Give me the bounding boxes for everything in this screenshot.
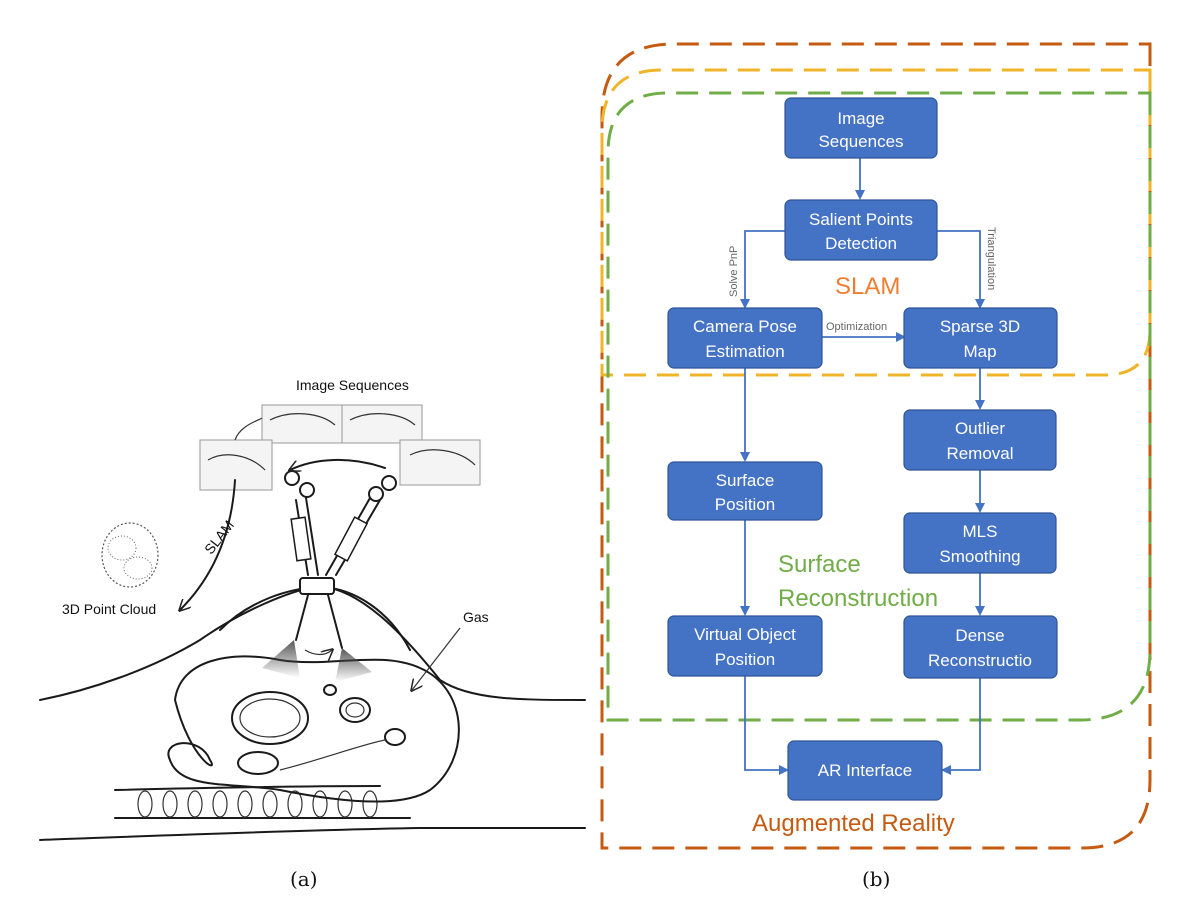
node-salient-points-line1: Salient Points [809,210,913,229]
edge-salient-to-camera [740,230,785,309]
laparoscopic-instruments [284,470,397,649]
label-image-sequences: Image Sequences [296,377,409,393]
node-image-sequences-line2: Sequences [818,132,903,151]
node-sparse-map-line1: Sparse 3D [940,317,1020,336]
region-label-augmented-reality: Augmented Reality [752,810,955,837]
node-sparse-map-line2: Map [963,342,996,361]
region-surface-outline [606,91,1152,722]
abdominal-cavity [167,655,460,803]
node-salient-points: Salient Points Detection [784,199,938,261]
region-slam-outline [600,68,1152,377]
label-gas: Gas [463,609,489,625]
image-sequence-thumbnails [199,404,481,491]
node-virtual-object-line1: Virtual Object [694,625,796,644]
organ-vessel [339,697,371,723]
node-virtual-object-line2: Position [715,650,775,669]
node-outlier-removal-line2: Removal [946,444,1013,463]
node-surface-position-line2: Position [715,495,775,514]
vertebrae [137,790,378,818]
node-surface-position: Surface Position [667,461,823,521]
sequence-arrow [290,459,386,470]
panel-a-illustration: Image Sequences SLAM 3D Point Cloud Gas … [39,377,586,891]
point-cloud-graphic [101,522,159,588]
node-mls-smoothing-line2: Smoothing [939,547,1020,566]
node-salient-points-line2: Detection [825,234,897,253]
node-mls-smoothing: MLS Smoothing [903,512,1057,574]
node-surface-position-line1: Surface [716,471,775,490]
light-cone-left [262,640,300,678]
edge-label-triangulation: Triangulation [985,227,997,290]
node-ar-interface: AR Interface [787,740,943,801]
panel-b-flowchart: Solve PnP Triangulation Optimization Ima… [600,42,1152,891]
node-outlier-removal: Outlier Removal [903,409,1057,471]
light-cone-right [335,648,372,682]
caption-a: (a) [290,867,318,891]
organ-kidney [384,728,406,746]
edge-dense-to-ar [941,677,981,775]
node-dense-reconstruction-line2: Reconstructio [928,651,1032,670]
edge-label-solve-pnp: Solve PnP [728,246,740,297]
node-camera-pose-line2: Estimation [705,342,784,361]
node-dense-reconstruction: Dense Reconstructio [903,615,1058,679]
organ-stomach [231,691,309,745]
node-image-sequences-line1: Image [837,109,884,128]
region-label-slam: SLAM [835,273,900,300]
node-virtual-object: Virtual Object Position [667,615,823,677]
region-label-surface-line2: Reconstruction [778,585,938,612]
label-3d-point-cloud: 3D Point Cloud [62,601,156,617]
node-ar-interface-line1: AR Interface [818,761,913,780]
node-mls-smoothing-line1: MLS [963,522,998,541]
caption-b: (b) [862,867,890,891]
edge-salient-to-sparse [937,230,985,309]
node-image-sequences: Image Sequences [784,97,938,159]
edge-label-optimization: Optimization [826,321,887,333]
node-outlier-removal-line1: Outlier [955,419,1005,438]
node-camera-pose: Camera Pose Estimation [667,307,823,369]
organ-small [323,684,337,696]
edges [740,158,985,775]
organ-intestine [237,751,279,775]
node-camera-pose-line1: Camera Pose [693,317,797,336]
body-lower-outline [39,826,586,841]
node-dense-reconstruction-line1: Dense [955,626,1004,645]
edge-virtual-to-ar [744,675,789,775]
slam-arrow [180,479,236,610]
region-ar-outline [600,42,1152,850]
trocar [299,577,335,595]
gas-arrow [412,627,461,690]
region-label-surface-line1: Surface [778,551,861,578]
abdomen-dome [219,586,411,651]
node-sparse-map: Sparse 3D Map [903,307,1058,369]
